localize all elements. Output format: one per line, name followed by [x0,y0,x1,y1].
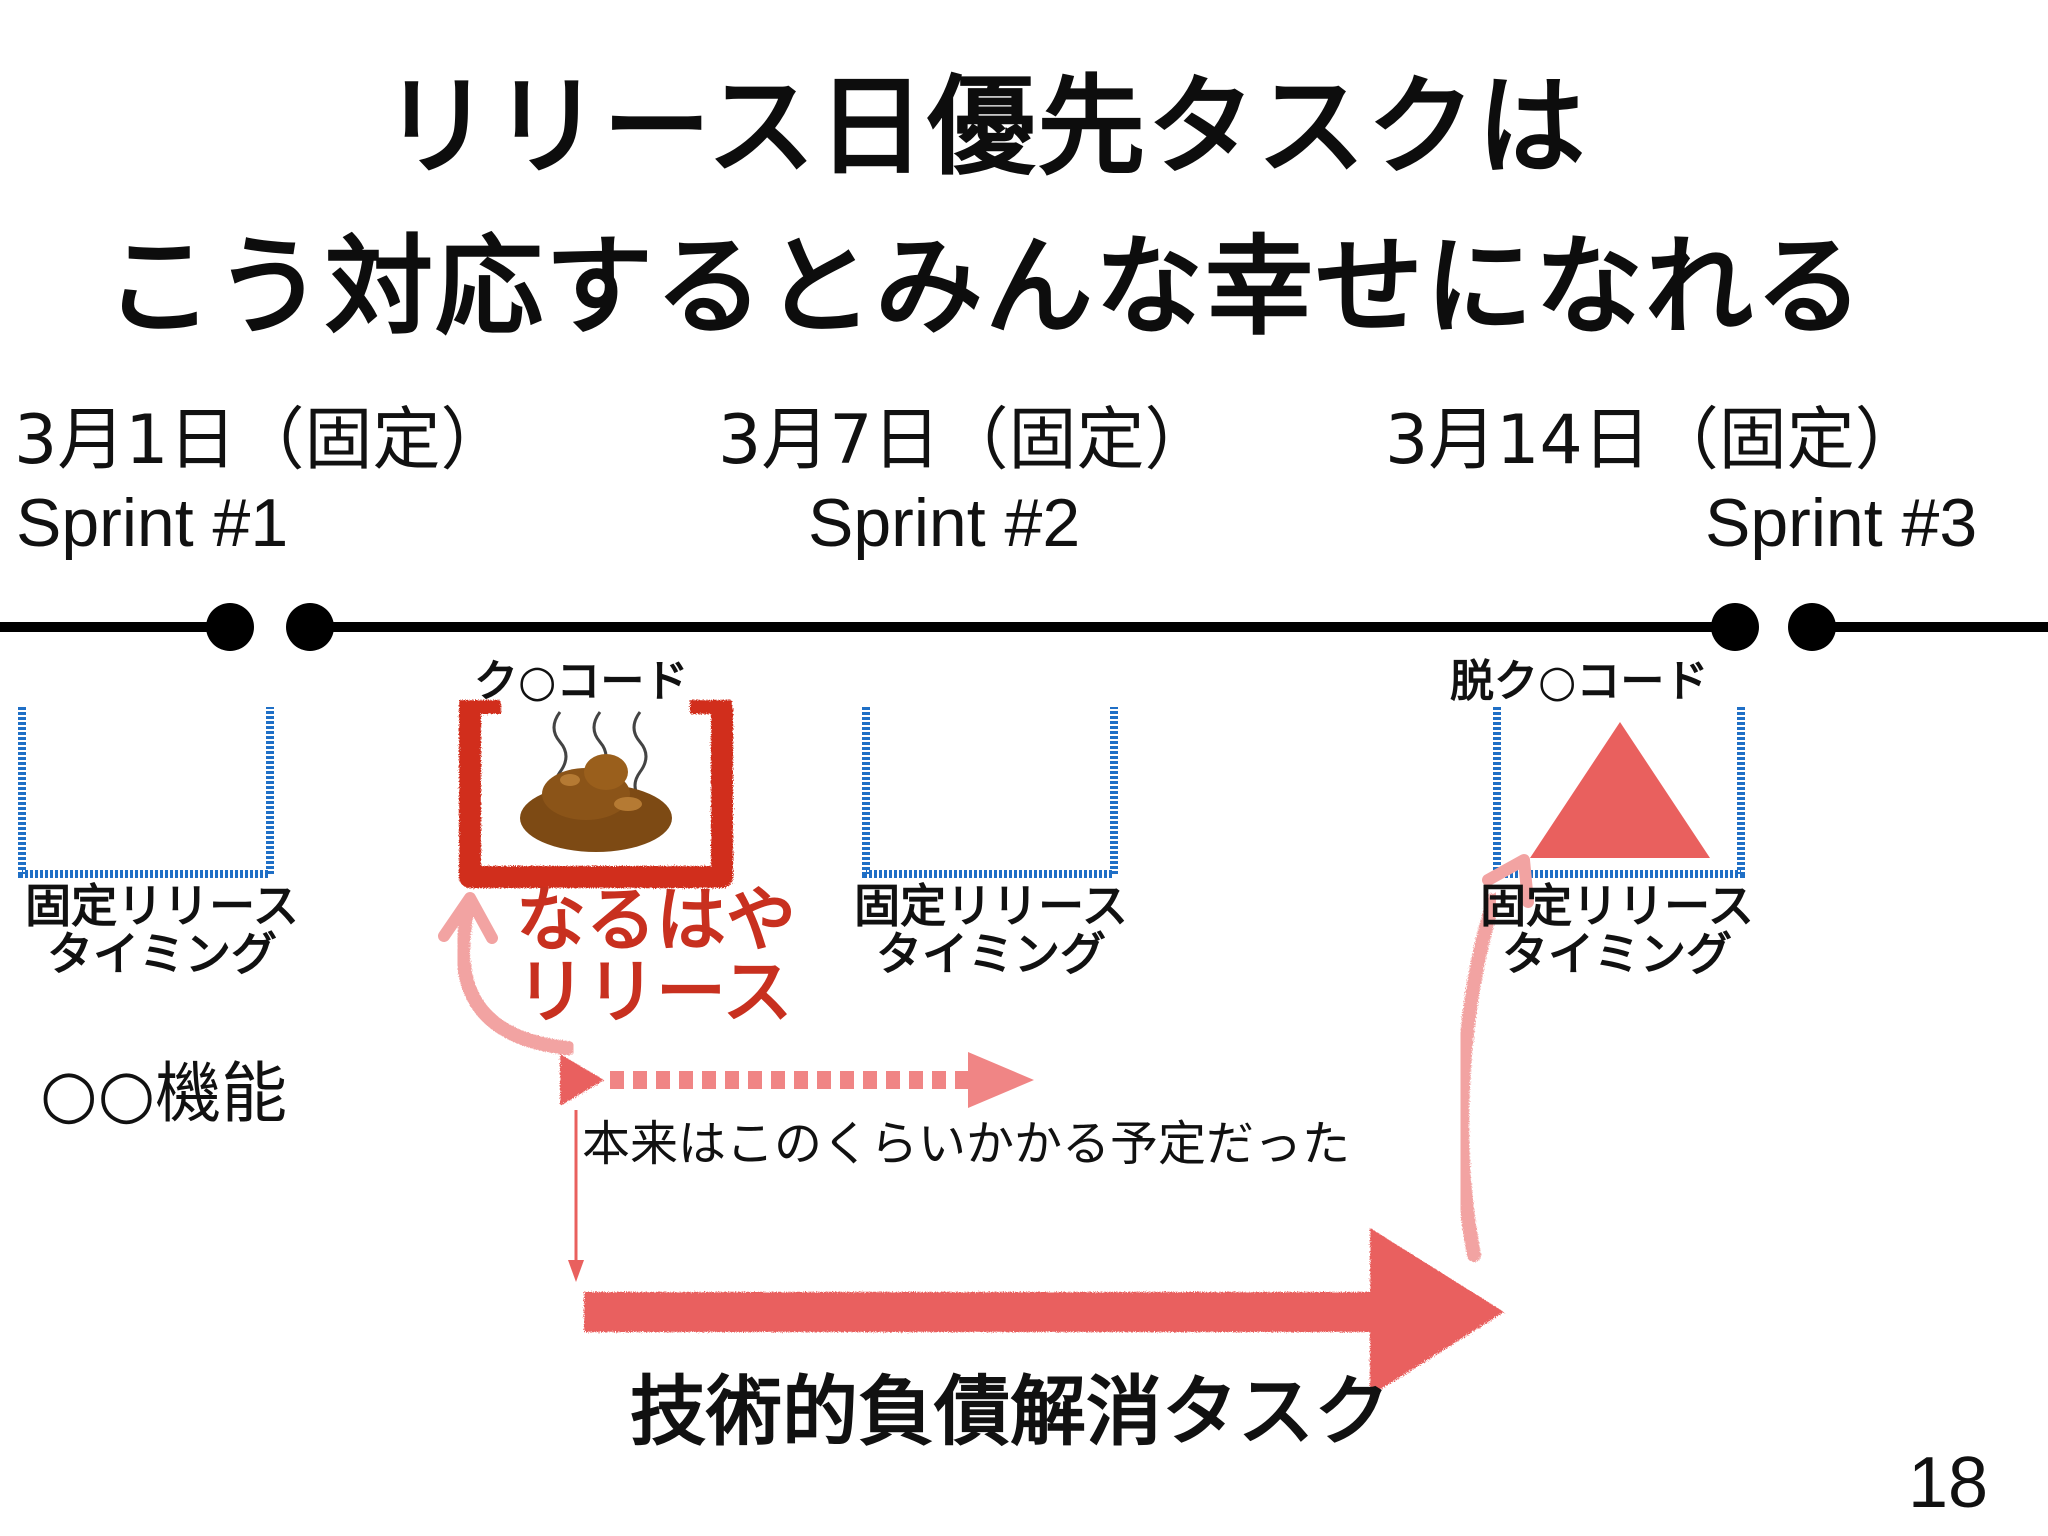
page-number: 18 [1908,1443,1989,1523]
release-box-3-label: 固定リリース タイミング [1472,882,1762,978]
curve-arrow-to-asap [456,901,575,1055]
sprint-label-1: Sprint #1 [16,485,289,561]
timeline-dot-2 [286,603,334,651]
slide-title-line2: こう対応するとみんな幸せになれる [104,225,1865,350]
poop-icon [520,711,672,852]
sprint-label-3: Sprint #3 [1705,485,1978,561]
triangle-icon [1530,722,1710,858]
timeline-dot-3 [1711,603,1759,651]
release-box-1-label: 固定リリース タイミング [12,882,312,978]
release-box-2-label-line2: タイミング [876,927,1106,981]
milestone-date-1: 3月1日（固定） [14,401,509,480]
timeline-dot-4 [1788,603,1836,651]
datsu-kuso-code-label: 脱ク○コード [1450,656,1709,707]
kuso-code-label: ク○コード [474,656,689,707]
sprint-label-2: Sprint #2 [808,485,1081,561]
release-box-2 [862,707,1118,878]
release-box-2-label: 固定リリース タイミング [846,882,1136,978]
timeline [0,603,2048,651]
feature-label: ○○機能 [40,1055,288,1132]
milestone-date-3: 3月14日（固定） [1385,401,1923,480]
planned-duration-note: 本来はこのくらいかかる予定だった [582,1116,1351,1172]
milestone-date-2: 3月7日（固定） [718,401,1213,480]
asap-release-label-line2: リリース [516,951,793,1033]
release-box-1-label-line1: 固定リリース [25,879,299,933]
asap-release-box [459,707,733,888]
release-box-1 [18,707,274,878]
tech-debt-arrow [584,1228,1504,1396]
release-box-3-label-line1: 固定リリース [1480,879,1754,933]
release-box-1-label-line2: タイミング [47,927,277,981]
asap-release-label-line1: なるはや [516,879,796,961]
release-box-3-label-line2: タイミング [1502,927,1732,981]
curve-arrow-to-box-3 [1455,893,1501,1262]
tech-debt-task-label: 技術的負債解消タスク [630,1367,1390,1456]
asap-release-label: なるはや リリース [516,879,796,1033]
timeline-dot-1 [206,603,254,651]
slide-title-line1: リリース日優先タスクは [382,65,1588,190]
release-box-2-label-line1: 固定リリース [854,879,1128,933]
